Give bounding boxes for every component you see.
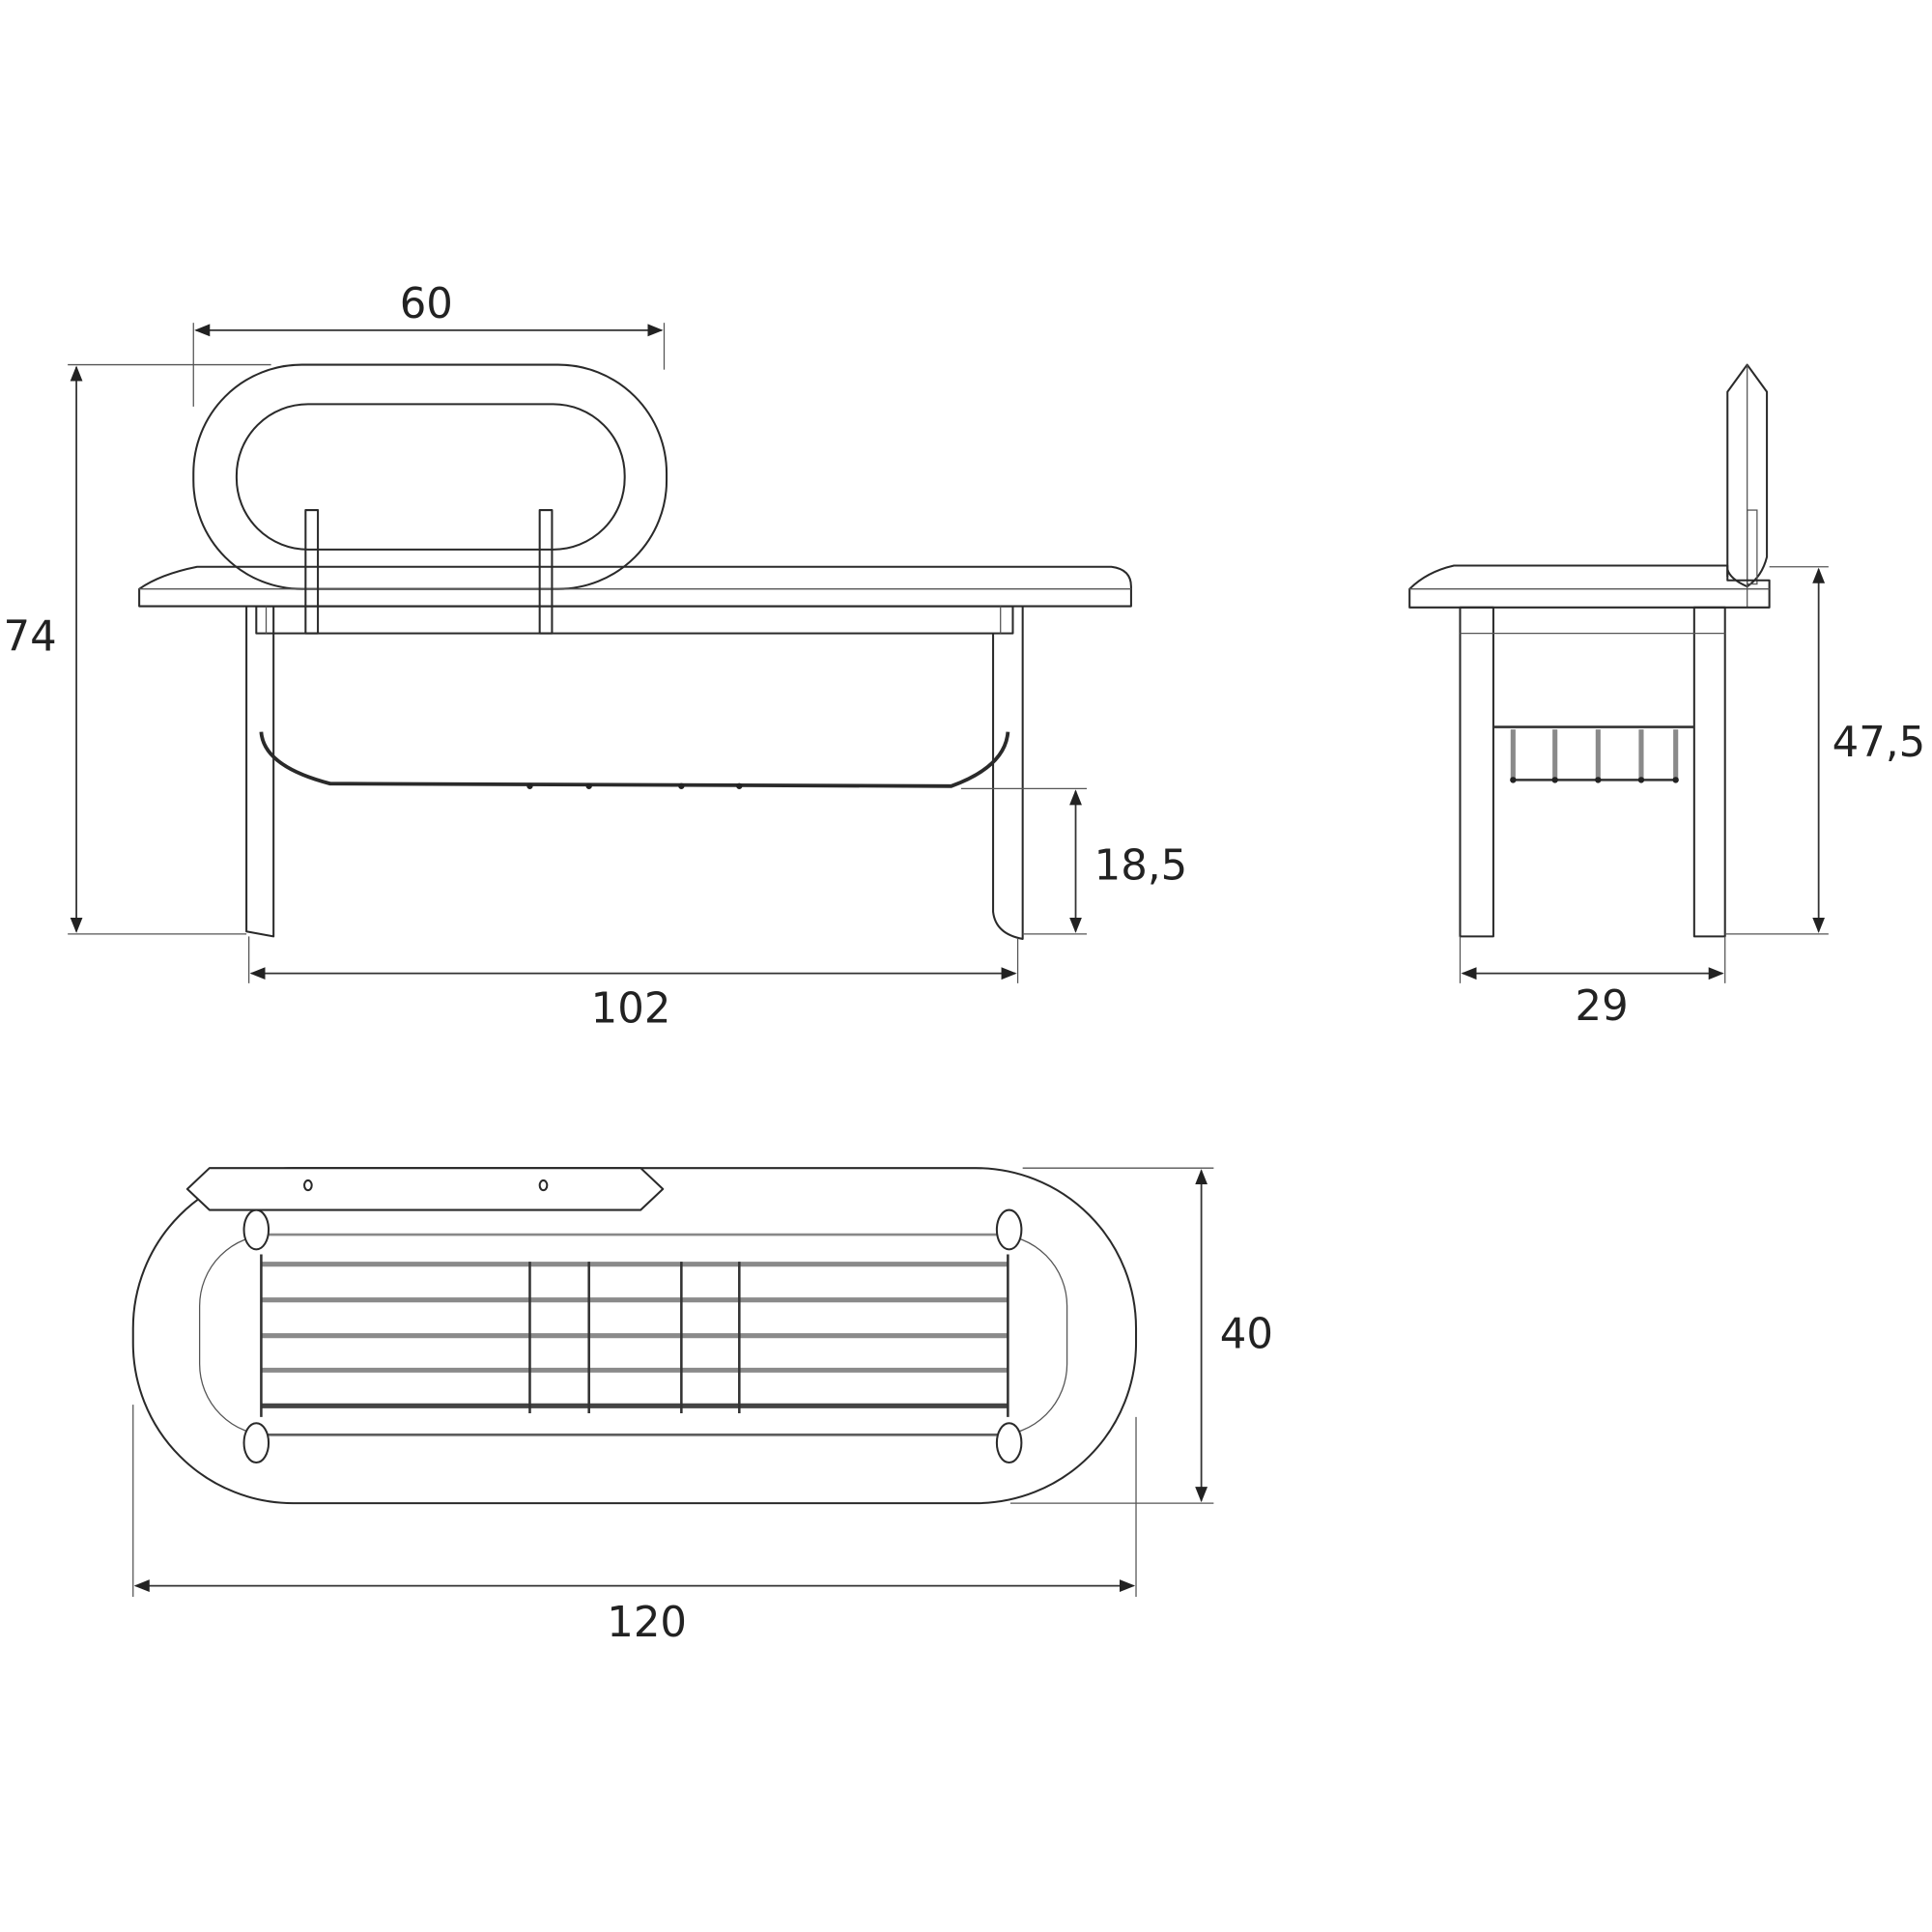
basket-curve — [259, 731, 1010, 788]
basket-joint-dot — [526, 782, 533, 789]
front-leg-right — [992, 606, 1024, 940]
dim-seat-length: 120 — [607, 1599, 687, 1647]
basket-joint-dot — [1510, 777, 1517, 783]
dim-leg-span: 102 — [591, 985, 671, 1034]
leg-top-2 — [242, 1422, 270, 1464]
front-apron — [255, 605, 1014, 635]
front-seat — [138, 565, 1132, 608]
screw-hole — [303, 1179, 313, 1192]
dim-basket-height: 18,5 — [1094, 842, 1188, 891]
top-basket — [260, 1254, 1009, 1417]
screw-hole — [538, 1179, 549, 1192]
dim-seat-depth: 40 — [1220, 1310, 1273, 1358]
dim-backrest-width: 60 — [400, 280, 453, 328]
basket-joint-dot — [736, 782, 743, 789]
basket-joint-dot — [1551, 777, 1558, 783]
side-leg-left — [1459, 606, 1494, 938]
basket-joint-dot — [1595, 777, 1602, 783]
backrest-post-right — [538, 509, 554, 635]
front-view: 60 74 18,5 102 — [3, 280, 1187, 1034]
top-view: 40 120 — [131, 1167, 1273, 1647]
leg-top-1 — [242, 1208, 270, 1251]
front-leg-left — [245, 606, 275, 938]
top-backrest — [185, 1167, 665, 1211]
basket-joint-dot — [678, 782, 685, 789]
backrest-bracket — [1747, 509, 1758, 585]
side-basket — [1492, 725, 1694, 783]
dim-depth: 29 — [1576, 982, 1629, 1031]
side-leg-right — [1692, 606, 1726, 938]
basket-joint-dot — [1637, 777, 1645, 783]
basket-joint-dot — [585, 782, 592, 789]
side-seat — [1408, 564, 1771, 609]
backrest-inner — [235, 403, 626, 551]
leg-top-4 — [995, 1422, 1023, 1464]
side-view: 47,5 29 — [1408, 363, 1926, 1031]
dim-seat-height: 47,5 — [1833, 719, 1926, 767]
leg-top-3 — [995, 1208, 1023, 1251]
backrest-outer — [192, 363, 668, 590]
dim-total-height: 74 — [3, 612, 56, 661]
basket-joint-dot — [1672, 777, 1679, 783]
backrest-post-left — [304, 509, 320, 635]
